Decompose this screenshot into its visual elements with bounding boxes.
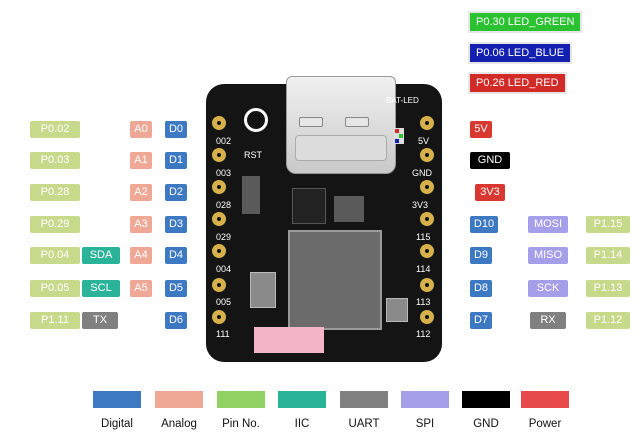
led-green-label: P0.30 LED_GREEN (468, 11, 583, 33)
silk-left: 003 (216, 168, 232, 178)
legend-label: SPI (415, 418, 435, 430)
pad (212, 278, 226, 292)
silk-left: 028 (216, 200, 232, 210)
legend-label: IIC (294, 418, 310, 430)
spi-label: MISO (528, 247, 568, 264)
pad (420, 244, 434, 258)
silk-right: 112 (416, 329, 431, 339)
chip-small (334, 196, 364, 222)
led-blue-label: P0.06 LED_BLUE (468, 42, 573, 64)
silk-left: 004 (216, 264, 232, 274)
analog-label: A2 (130, 184, 152, 201)
legend-swatch-uart (340, 391, 388, 408)
rst-silkscreen: RST (244, 150, 262, 160)
silk-right: 5V (418, 136, 430, 146)
legend-label: Pin No. (222, 418, 260, 430)
digital-label: D0 (165, 121, 187, 138)
pad (420, 212, 434, 226)
bat-led-silkscreen: BAT-LED (386, 96, 419, 105)
legend-swatch-gnd (462, 391, 510, 408)
silk-left: 029 (216, 232, 232, 242)
spi-label: SCK (528, 280, 568, 297)
iic-label: SCL (82, 280, 120, 297)
legend-label: GND (473, 418, 499, 430)
pad (420, 116, 434, 130)
reset-hole (244, 108, 268, 132)
legend-label: Analog (161, 418, 197, 430)
pin-number-label: P0.02 (30, 121, 80, 138)
crystal (250, 272, 276, 308)
usb-c-connector (286, 76, 396, 174)
digital-label: D7 (470, 312, 492, 329)
pin-number-label: P1.14 (586, 247, 630, 264)
digital-label: D8 (470, 280, 492, 297)
silk-left: 002 (216, 136, 232, 146)
spi-label: MOSI (528, 216, 568, 233)
pin-number-label: P0.29 (30, 216, 80, 233)
pin-number-label: P1.13 (586, 280, 630, 297)
legend-label: Digital (101, 418, 133, 430)
gnd-label: GND (470, 152, 510, 169)
pad (212, 116, 226, 130)
analog-label: A1 (130, 152, 152, 169)
pad (420, 180, 434, 194)
analog-label: A3 (130, 216, 152, 233)
legend-swatch-analog (155, 391, 203, 408)
silk-right: 3V3 (412, 200, 429, 210)
power-3v3-label: 3V3 (475, 184, 505, 201)
chip-small (242, 176, 260, 214)
legend-label: Power (528, 418, 562, 430)
analog-label: A5 (130, 280, 152, 297)
legend-label: UART (348, 418, 380, 430)
mcu-chip (288, 230, 382, 330)
pin-number-label: P0.04 (30, 247, 80, 264)
pad (212, 148, 226, 162)
iic-label: SDA (82, 247, 120, 264)
pad (212, 180, 226, 194)
digital-label: D9 (470, 247, 492, 264)
digital-label: D3 (165, 216, 187, 233)
digital-label: D10 (470, 216, 498, 233)
pad (420, 148, 434, 162)
pad (212, 310, 226, 324)
silk-right: 114 (416, 264, 431, 274)
chip-small (292, 188, 326, 224)
uart-label: RX (530, 312, 566, 329)
pin-number-label: P1.12 (586, 312, 630, 329)
crystal (386, 298, 408, 322)
digital-label: D2 (165, 184, 187, 201)
digital-label: D4 (165, 247, 187, 264)
legend-swatch-iic (278, 391, 326, 408)
legend-swatch-pin (217, 391, 265, 408)
pin-number-label: P0.03 (30, 152, 80, 169)
pin-number-label: P1.15 (586, 216, 630, 233)
legend-swatch-spi (401, 391, 449, 408)
analog-label: A4 (130, 247, 152, 264)
board: RST BAT-LED 002 003 028 029 004 005 111 … (206, 76, 442, 362)
digital-label: D6 (165, 312, 187, 329)
led-red-label: P0.26 LED_RED (468, 72, 567, 94)
pin-number-label: P0.28 (30, 184, 80, 201)
pink-pad (254, 327, 324, 353)
silk-left: 111 (216, 329, 230, 339)
pad (212, 244, 226, 258)
pin-number-label: P0.05 (30, 280, 80, 297)
digital-label: D5 (165, 280, 187, 297)
silk-left: 005 (216, 297, 232, 307)
silk-right: 113 (416, 297, 431, 307)
silk-right: GND (412, 168, 432, 178)
power-5v-label: 5V (470, 121, 492, 138)
pad (212, 212, 226, 226)
pad (420, 278, 434, 292)
pin-number-label: P1.11 (30, 312, 80, 329)
digital-label: D1 (165, 152, 187, 169)
legend-swatch-digital (93, 391, 141, 408)
pad (420, 310, 434, 324)
uart-label: TX (82, 312, 118, 329)
silk-right: 115 (416, 232, 431, 242)
legend-swatch-power (521, 391, 569, 408)
analog-label: A0 (130, 121, 152, 138)
rgb-led (394, 128, 404, 144)
